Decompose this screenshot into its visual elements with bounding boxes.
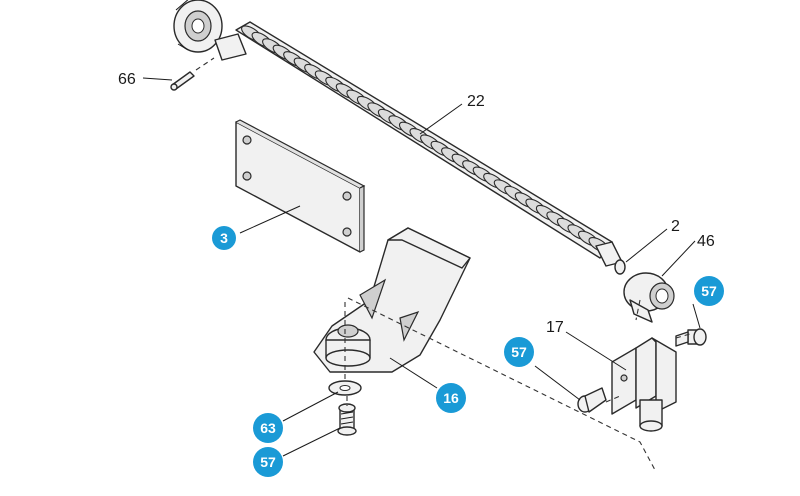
u-bracket (611, 337, 677, 432)
callout-bubble-16: 16 (436, 383, 466, 413)
svg-text:3: 3 (220, 230, 228, 246)
assembly-dash-line-2 (344, 302, 348, 406)
callout-label-17: 17 (546, 319, 564, 336)
callout-bubble-57-bottom: 57 (253, 447, 283, 477)
callout-bubble-57-top: 57 (694, 276, 724, 306)
svg-text:57: 57 (511, 344, 527, 360)
callout-bubble-3: 3 (212, 226, 236, 250)
bracket-foot (313, 227, 471, 373)
callout-bubble-63: 63 (253, 413, 283, 443)
svg-text:57: 57 (701, 283, 717, 299)
washer-part (328, 380, 362, 396)
callout-label-22: 22 (467, 93, 485, 110)
callout-label-46: 46 (697, 233, 715, 250)
mounting-plate (235, 119, 366, 253)
leader-lines (142, 77, 701, 457)
svg-text:16: 16 (443, 390, 459, 406)
bearing-part (173, 0, 223, 53)
bottom-bolt-part (337, 403, 357, 436)
assembly-dash-line-3 (605, 299, 691, 403)
worm-screw-shaft (214, 21, 626, 275)
callout-label-2: 2 (671, 218, 680, 235)
callout-bubble-57-mid: 57 (504, 337, 534, 367)
pin-part (170, 71, 195, 91)
pin-dash-line (195, 57, 215, 71)
svg-text:57: 57 (260, 454, 276, 470)
callout-label-66: 66 (118, 71, 136, 88)
bearing-housing (623, 272, 675, 323)
middle-bolt-part (577, 387, 607, 413)
right-bolt-part (675, 328, 707, 347)
svg-text:63: 63 (260, 420, 276, 436)
assembly-dash-line-1 (347, 297, 656, 471)
